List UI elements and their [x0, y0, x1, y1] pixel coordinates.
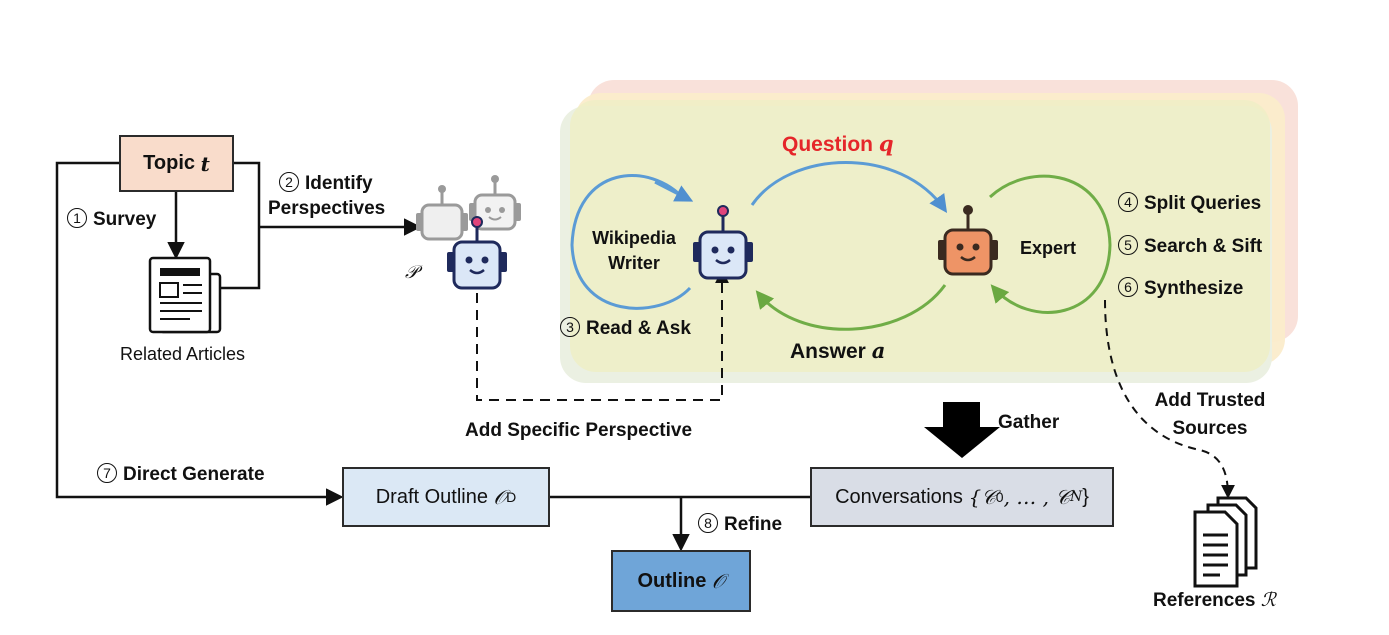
expert-label: Expert	[1020, 238, 1077, 258]
expert-robot-icon	[938, 205, 998, 276]
add-perspective-label: Add Specific Perspective	[465, 420, 693, 441]
add-perspective-arrow	[476, 269, 729, 401]
topic-var: t	[200, 151, 210, 176]
answer-label: Answer a	[790, 338, 886, 363]
gather-arrow	[924, 402, 1000, 458]
conversations-sub0: 0	[995, 489, 1004, 505]
newspaper-icon	[148, 256, 222, 334]
question-label: Question q	[782, 131, 894, 156]
draft-outline-label: Draft Outline	[375, 485, 488, 508]
wikipedia-writer-label: Wikipedia Writer	[592, 228, 676, 273]
answer-arrow	[755, 284, 947, 331]
conversations-subN: N	[1069, 489, 1083, 505]
outline-box: Outline 𝒪	[611, 550, 751, 612]
add-sources-arrow	[1104, 299, 1235, 499]
related-articles-label: Related Articles	[120, 344, 246, 364]
expert-loop-arc	[988, 174, 1112, 314]
documents-icon	[1193, 496, 1258, 588]
direct-generate-arrow	[55, 161, 344, 506]
topic-box: Topic t	[119, 135, 234, 192]
question-arrow	[750, 161, 948, 213]
articles-link	[219, 161, 261, 290]
draft-outline-symbol: 𝒪	[493, 485, 507, 509]
perspectives-symbol: 𝒫	[405, 262, 418, 283]
conversations-label: Conversations	[835, 485, 963, 508]
writer-loop-arc	[570, 174, 692, 310]
outline-label: Outline	[637, 569, 707, 592]
perspective-robots-icon	[416, 175, 521, 290]
references-label: References ℛ	[1153, 589, 1276, 611]
gather-label: Gather	[998, 412, 1060, 433]
add-trusted-sources-label: Add Trusted Sources	[1154, 390, 1266, 439]
writer-robot-icon	[693, 205, 753, 280]
conversations-set-open: {𝒞	[968, 485, 996, 509]
draft-outline-sub: D	[506, 489, 517, 505]
step-identify-line2: Perspectives	[268, 198, 386, 219]
conversations-mid: , … , 𝒞	[1003, 485, 1070, 509]
topic-label: Topic	[143, 152, 196, 174]
conversations-close: }	[1082, 485, 1089, 508]
conversation-panel	[560, 80, 1298, 383]
outline-symbol: 𝒪	[711, 569, 725, 593]
